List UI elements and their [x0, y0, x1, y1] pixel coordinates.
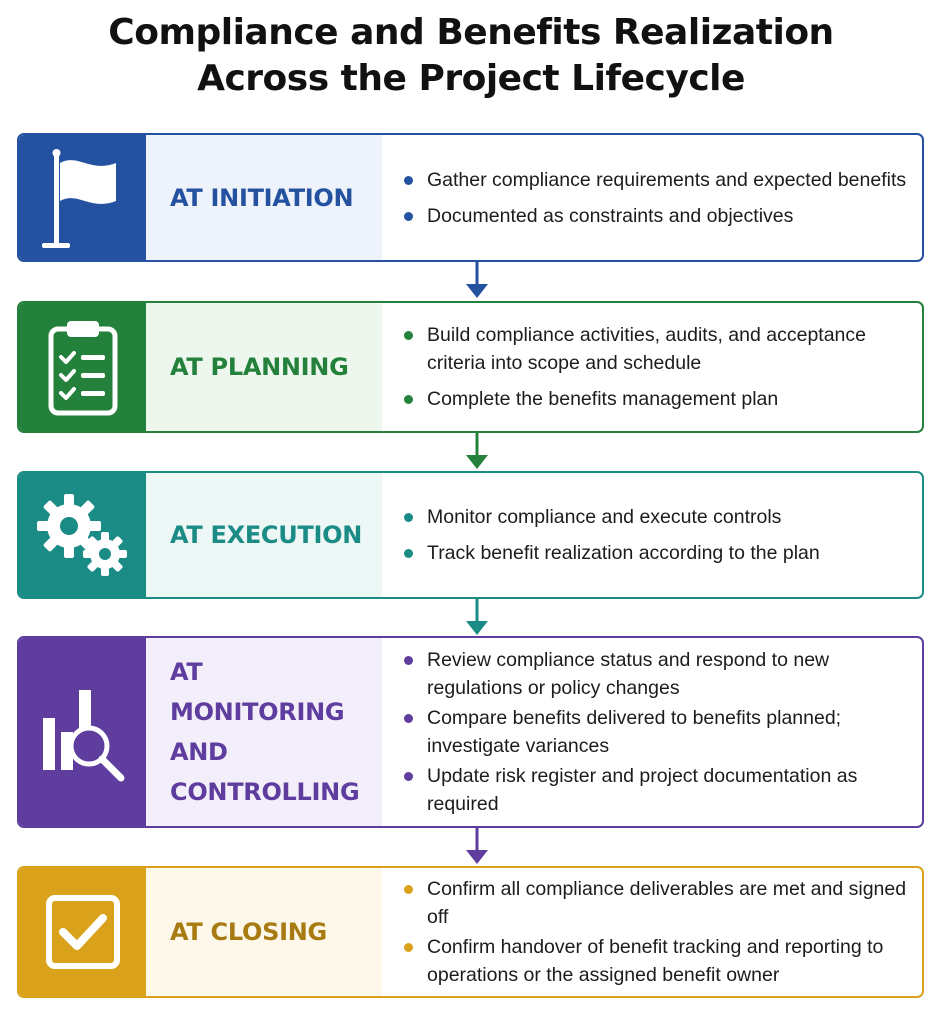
stage-label-box: AT PLANNING: [146, 303, 382, 431]
arrow-shaft: [475, 828, 479, 852]
stage-icon-box: [19, 135, 146, 260]
stage-initiation: AT INITIATION Gather compliance requirem…: [17, 133, 924, 262]
arrow-shaft: [475, 433, 479, 457]
clipboard-checklist-icon: [48, 321, 117, 416]
bullet-item: Complete the benefits management plan: [402, 385, 912, 413]
stage-icon-box: [19, 303, 146, 431]
stage-bullets: Review compliance status and respond to …: [402, 638, 912, 826]
gears-icon: [36, 494, 127, 576]
stage-monitoring-controlling: AT MONITORING AND CONTROLLING Review com…: [17, 636, 924, 828]
bullet-item: Compare benefits delivered to benefits p…: [402, 704, 912, 760]
arrow-head: [466, 284, 488, 298]
stage-icon-box: [19, 868, 146, 996]
stage-execution: AT EXECUTION Monitor compliance and exec…: [17, 471, 924, 599]
stage-label: AT EXECUTION: [170, 515, 362, 555]
stage-bullets: Gather compliance requirements and expec…: [402, 135, 912, 260]
arrow-shaft: [475, 599, 479, 623]
title-line-2: Across the Project Lifecycle: [197, 58, 745, 99]
stage-bullets: Build compliance activities, audits, and…: [402, 303, 912, 431]
arrow-head: [466, 455, 488, 469]
stage-label-box: AT EXECUTION: [146, 473, 382, 597]
arrow-head: [466, 621, 488, 635]
chart-magnifier-icon: [42, 690, 124, 782]
arrow-head: [466, 850, 488, 864]
arrow-down-icon: [466, 433, 488, 469]
stage-label-line: AT EXECUTION: [170, 521, 363, 549]
stage-closing: AT CLOSING Confirm all compliance delive…: [17, 866, 924, 998]
stage-label-box: AT INITIATION: [146, 135, 382, 260]
checkbox-icon: [45, 895, 120, 969]
arrow-down-icon: [466, 599, 488, 635]
bullet-item: Monitor compliance and execute controls: [402, 503, 912, 531]
bullet-item: Documented as constraints and objectives: [402, 202, 912, 230]
arrow-down-icon: [466, 828, 488, 864]
bullet-item: Review compliance status and respond to …: [402, 646, 912, 702]
stage-label: AT INITIATION: [170, 178, 354, 218]
stage-label-box: AT MONITORING AND CONTROLLING: [146, 638, 382, 826]
flag-icon: [41, 148, 116, 248]
arrow-shaft: [475, 262, 479, 286]
page-title: Compliance and Benefits Realization Acro…: [0, 10, 942, 102]
arrow-down-icon: [466, 262, 488, 298]
bullet-item: Gather compliance requirements and expec…: [402, 166, 912, 194]
stage-label-line: AT PLANNING: [170, 353, 349, 381]
bullet-item: Confirm handover of benefit tracking and…: [402, 933, 912, 989]
stage-label-line: AT CLOSING: [170, 918, 327, 946]
title-line-1: Compliance and Benefits Realization: [108, 12, 834, 53]
stage-planning: AT PLANNING Build compliance activities,…: [17, 301, 924, 433]
bullet-item: Build compliance activities, audits, and…: [402, 321, 912, 377]
stage-bullets: Monitor compliance and execute controls …: [402, 473, 912, 597]
stage-bullets: Confirm all compliance deliverables are …: [402, 868, 912, 996]
stage-label-box: AT CLOSING: [146, 868, 382, 996]
stage-label-line: AT INITIATION: [170, 183, 354, 212]
stage-label: AT CLOSING: [170, 912, 327, 952]
bullet-item: Track benefit realization according to t…: [402, 539, 912, 567]
stage-label-line: AT MONITORING: [170, 658, 345, 726]
bullet-item: Confirm all compliance deliverables are …: [402, 875, 912, 931]
bullet-item: Update risk register and project documen…: [402, 762, 912, 818]
stage-label: AT MONITORING AND CONTROLLING: [170, 652, 382, 812]
stage-label: AT PLANNING: [170, 347, 349, 387]
stage-icon-box: [19, 638, 146, 826]
stage-label-line: AND CONTROLLING: [170, 738, 360, 806]
stage-icon-box: [19, 473, 146, 597]
